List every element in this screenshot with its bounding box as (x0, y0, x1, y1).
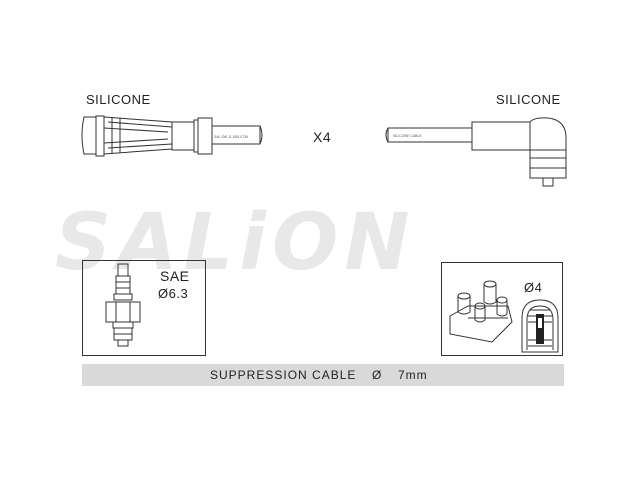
distributor-diameter: Ø4 (524, 280, 543, 295)
right-cable-print: SILICONE CABLE (393, 134, 422, 138)
distributor-cap-icon (449, 280, 513, 343)
banner-size: 7mm (398, 368, 428, 382)
terminal-connector-icon (521, 299, 559, 353)
quantity-label: X4 (313, 129, 332, 145)
right-material-label: SILICONE (496, 92, 561, 107)
banner-diameter-symbol: Ø (372, 368, 383, 382)
left-boot-icon (81, 115, 263, 157)
left-cable-print: SAL SW 11 SE6 0736 (214, 135, 248, 139)
spark-plug-box (82, 260, 206, 356)
spark-plug-standard: SAE (160, 268, 190, 284)
right-boot-icon (385, 117, 567, 187)
terminal-pin-icon (536, 314, 544, 344)
distributor-box (441, 262, 563, 356)
suppression-cable-banner: SUPPRESSION CABLE Ø 7mm (82, 364, 564, 386)
left-material-label: SILICONE (86, 92, 151, 107)
banner-text: SUPPRESSION CABLE (210, 368, 357, 382)
brand-watermark: SALiON (55, 198, 416, 288)
spark-plug-icon (105, 263, 141, 347)
spark-plug-diameter: Ø6.3 (158, 286, 189, 301)
